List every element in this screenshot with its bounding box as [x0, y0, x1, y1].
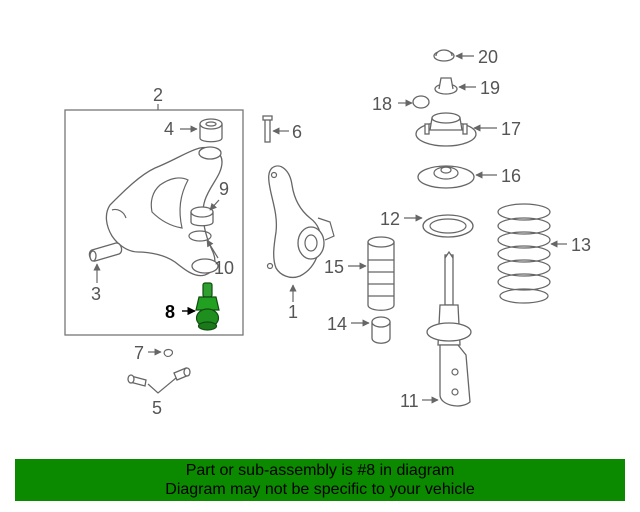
- lower-control-arm[interactable]: [105, 146, 223, 277]
- callout-4: 4: [164, 119, 174, 139]
- ring-part-10[interactable]: [188, 230, 212, 242]
- coil-spring-part-13[interactable]: [497, 203, 551, 304]
- bump-stop-part-14[interactable]: [371, 316, 391, 344]
- notice-banner: Part or sub-assembly is #8 in diagram Di…: [15, 459, 625, 501]
- bolt-part-6[interactable]: [262, 115, 273, 143]
- steering-knuckle-part-1[interactable]: [266, 165, 335, 279]
- callout-11: 11: [400, 391, 419, 411]
- callout-15: 15: [324, 257, 344, 277]
- callout-14: 14: [327, 314, 347, 334]
- banner-line-2: Diagram may not be specific to your vehi…: [165, 481, 475, 498]
- callout-17: 17: [501, 119, 521, 139]
- strut-assembly-part-11[interactable]: [426, 250, 472, 407]
- ball-joint-part-8[interactable]: [195, 282, 220, 331]
- callout-16: 16: [501, 166, 521, 186]
- dust-boot-part-15[interactable]: [367, 236, 395, 311]
- clip-part-7[interactable]: [163, 348, 174, 357]
- spring-insulator-part-12[interactable]: [422, 214, 474, 238]
- callout-18: 18: [372, 94, 392, 114]
- control-arm-group-box: [64, 109, 244, 336]
- spring-seat-part-16[interactable]: [417, 165, 475, 189]
- banner-line-1: Part or sub-assembly is #8 in diagram: [185, 462, 455, 479]
- bushing-part-9[interactable]: [190, 206, 214, 227]
- bushing-part-3[interactable]: [88, 242, 123, 262]
- callout-10: 10: [214, 258, 234, 278]
- washer-part-18[interactable]: [412, 95, 430, 109]
- callout-3: 3: [91, 284, 101, 304]
- callout-20: 20: [478, 47, 498, 67]
- callout-6: 6: [292, 122, 302, 142]
- callout-19: 19: [480, 78, 500, 98]
- parts-diagram: 2 4 9 10 3 8 6 1 7 5 15 14 12 11 13 16 1…: [64, 47, 591, 418]
- bolts-part-5[interactable]: [127, 367, 191, 387]
- leader-lines: [93, 52, 567, 404]
- cap-part-20[interactable]: [433, 49, 455, 62]
- callout-2: 2: [153, 85, 163, 105]
- callout-7: 7: [134, 343, 144, 363]
- callout-8: 8: [165, 302, 175, 322]
- callout-12: 12: [380, 209, 400, 229]
- callout-5: 5: [152, 398, 162, 418]
- strut-mount-part-17[interactable]: [415, 112, 477, 147]
- callout-13: 13: [571, 235, 591, 255]
- callout-9: 9: [219, 179, 229, 199]
- callout-1: 1: [288, 302, 298, 322]
- bushing-part-4[interactable]: [199, 118, 223, 143]
- nut-part-19[interactable]: [434, 77, 458, 95]
